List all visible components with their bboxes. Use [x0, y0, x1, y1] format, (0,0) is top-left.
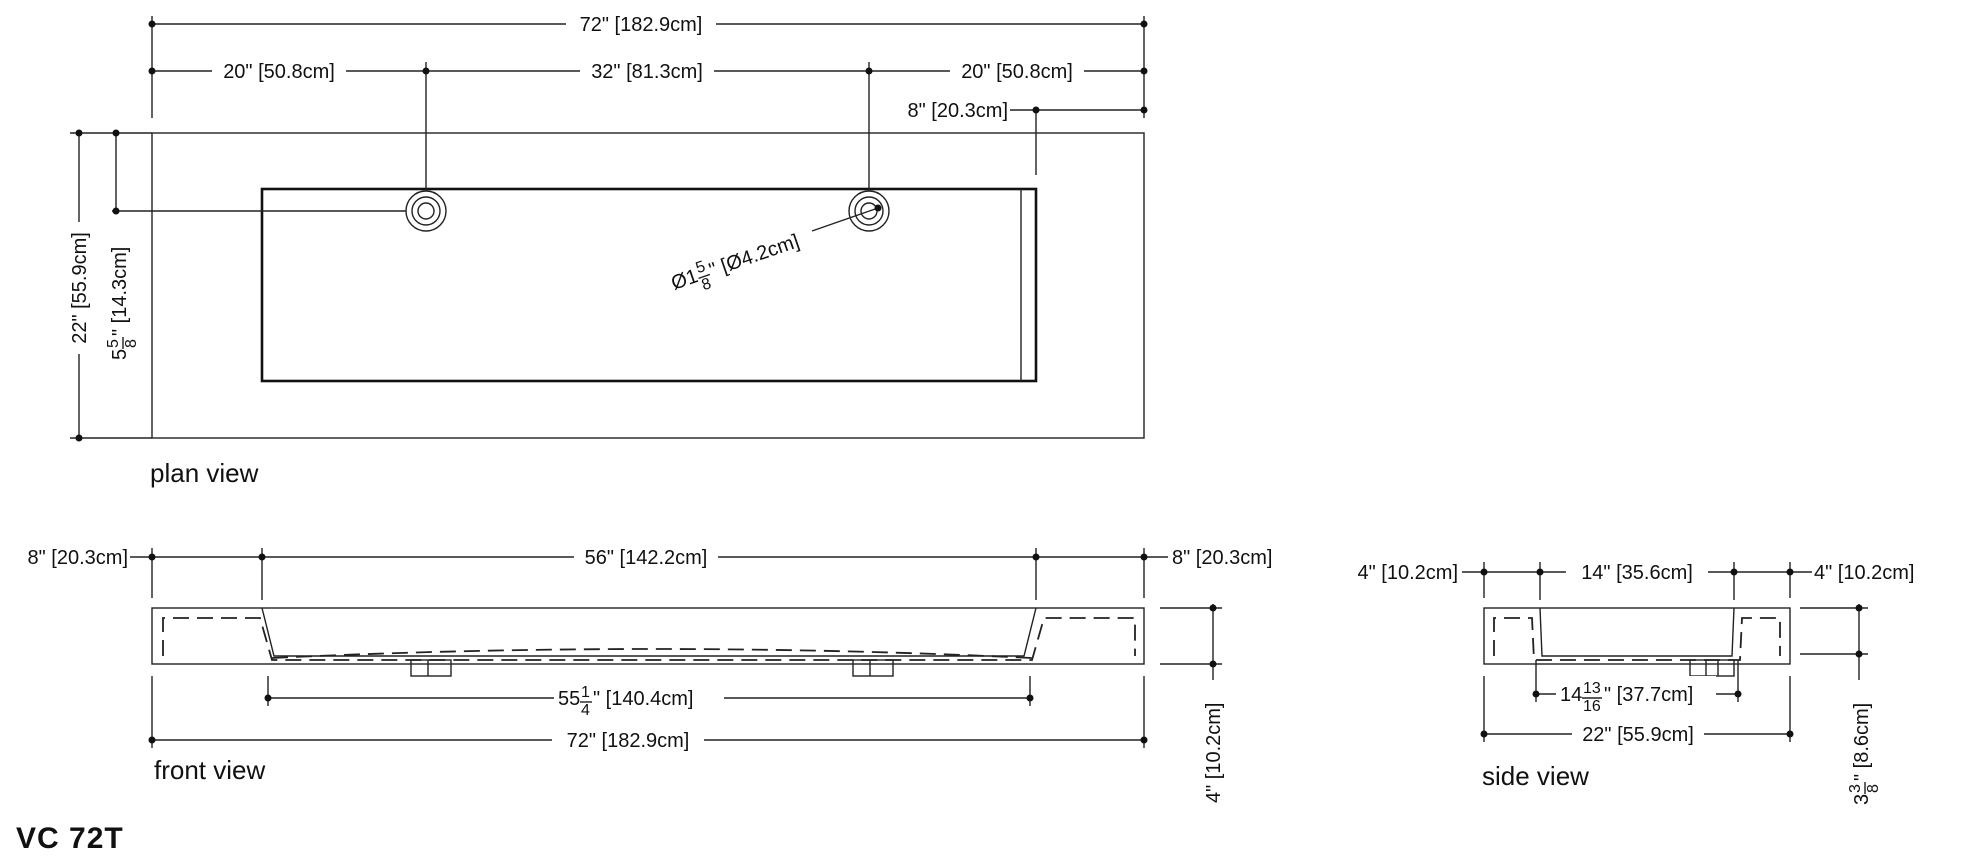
side-height-den: 8 — [1865, 784, 1882, 793]
side-left-ledge-label: 4" [10.2cm] — [1358, 562, 1458, 584]
side-hidden-lines — [1493, 617, 1781, 661]
side-bottom-width-dim: 14 13 16 " [37.7cm] — [1532, 676, 1742, 715]
plan-right-to-faucet-label: 20" [50.8cm] — [961, 61, 1073, 83]
side-outline — [1483, 607, 1791, 665]
model-number: VC 72T — [16, 822, 124, 855]
side-overall-depth-label: 22" [55.9cm] — [1582, 724, 1694, 746]
side-bottom-den: 16 — [1583, 698, 1601, 715]
plan-hole-metric: " [Ø4.2cm] — [706, 230, 802, 281]
plan-overall-depth-dim: 22" [55.9cm] — [64, 129, 92, 442]
side-view-label: side view — [1482, 761, 1589, 791]
front-view: 8" [20.3cm] 56" [142.2cm] 8" [20.3cm] 55… — [28, 543, 1272, 803]
plan-faucet-spacing-label: 32" [81.3cm] — [591, 61, 703, 83]
plan-faucet-spacing-dims: 20" [50.8cm] 32" [81.3cm] 20" [50.8cm] — [148, 57, 1148, 83]
front-basin-width-label: 56" [142.2cm] — [585, 547, 708, 569]
front-drain-left — [410, 659, 452, 677]
side-height-num: 3 — [1847, 784, 1864, 793]
plan-faucet-depth-whole: 5 — [109, 349, 131, 360]
front-outline — [151, 607, 1145, 665]
front-drain-right — [852, 659, 894, 677]
plan-overall-depth-label: 22" [55.9cm] — [69, 232, 91, 344]
front-right-ledge-label: 8" [20.3cm] — [1172, 547, 1272, 569]
plan-overall-width-dim: 72" [182.9cm] — [148, 10, 1148, 36]
front-bottom-whole: 55 — [558, 688, 580, 710]
side-bottom-metric: " [37.7cm] — [1604, 684, 1693, 706]
front-bottom-width-dim: 55 1 4 " [140.4cm] — [264, 680, 1034, 719]
faucet-hole-left — [405, 190, 447, 232]
plan-left-to-faucet-label: 20" [50.8cm] — [223, 61, 335, 83]
plan-outline — [151, 132, 1145, 439]
plan-faucet-depth-den: 8 — [123, 339, 140, 348]
front-view-label: front view — [154, 755, 265, 785]
plan-faucet-depth-dim: 5 5 8 " [14.3cm] — [100, 129, 140, 364]
side-overall-depth-dim: 22" [55.9cm] — [1480, 720, 1794, 746]
plan-view: 72" [182.9cm] 20" [50.8cm] 32" [81.3cm] … — [64, 10, 1148, 488]
front-overall-width-label: 72" [182.9cm] — [567, 730, 690, 752]
plan-overall-width-label: 72" [182.9cm] — [580, 14, 703, 36]
front-bottom-num: 1 — [581, 684, 590, 701]
side-drain — [1689, 659, 1735, 677]
front-bottom-metric: " [140.4cm] — [593, 688, 693, 710]
plan-view-label: plan view — [150, 458, 259, 488]
side-basin-profile — [1539, 607, 1735, 657]
plan-hole-diameter-dim: Ø1 5 8 " [Ø4.2cm] — [668, 204, 882, 295]
front-height-dim: 4" [10.2cm] — [1203, 604, 1225, 803]
plan-faucet-depth-metric: " [14.3cm] — [109, 247, 131, 336]
front-basin-profile — [261, 607, 1037, 657]
side-height-metric: " [8.6cm] — [1851, 703, 1873, 781]
side-basin-width-label: 14" [35.6cm] — [1581, 562, 1693, 584]
plan-basin — [260, 187, 1038, 383]
front-hidden-lines — [162, 617, 1136, 661]
plan-basin-inset-dim: 8" [20.3cm] — [908, 100, 1148, 122]
side-bottom-num: 13 — [1583, 680, 1601, 697]
side-height-whole: 3 — [1851, 794, 1873, 805]
side-bottom-whole: 14 — [1560, 684, 1582, 706]
front-bottom-den: 4 — [581, 702, 590, 719]
plan-basin-inset-label: 8" [20.3cm] — [908, 100, 1008, 122]
side-right-ledge-label: 4" [10.2cm] — [1814, 562, 1914, 584]
front-height-label: 4" [10.2cm] — [1203, 703, 1225, 803]
plan-faucet-depth-num: 5 — [105, 339, 122, 348]
front-top-dims: 8" [20.3cm] 56" [142.2cm] 8" [20.3cm] — [28, 543, 1272, 569]
side-top-dims: 4" [10.2cm] 14" [35.6cm] 4" [10.2cm] — [1358, 558, 1914, 584]
side-view: 4" [10.2cm] 14" [35.6cm] 4" [10.2cm] 14 … — [1358, 558, 1914, 805]
front-overall-width-dim: 72" [182.9cm] — [148, 726, 1148, 752]
front-left-ledge-label: 8" [20.3cm] — [28, 547, 128, 569]
side-height-dim: 3 3 8 " [8.6cm] — [1847, 604, 1882, 805]
